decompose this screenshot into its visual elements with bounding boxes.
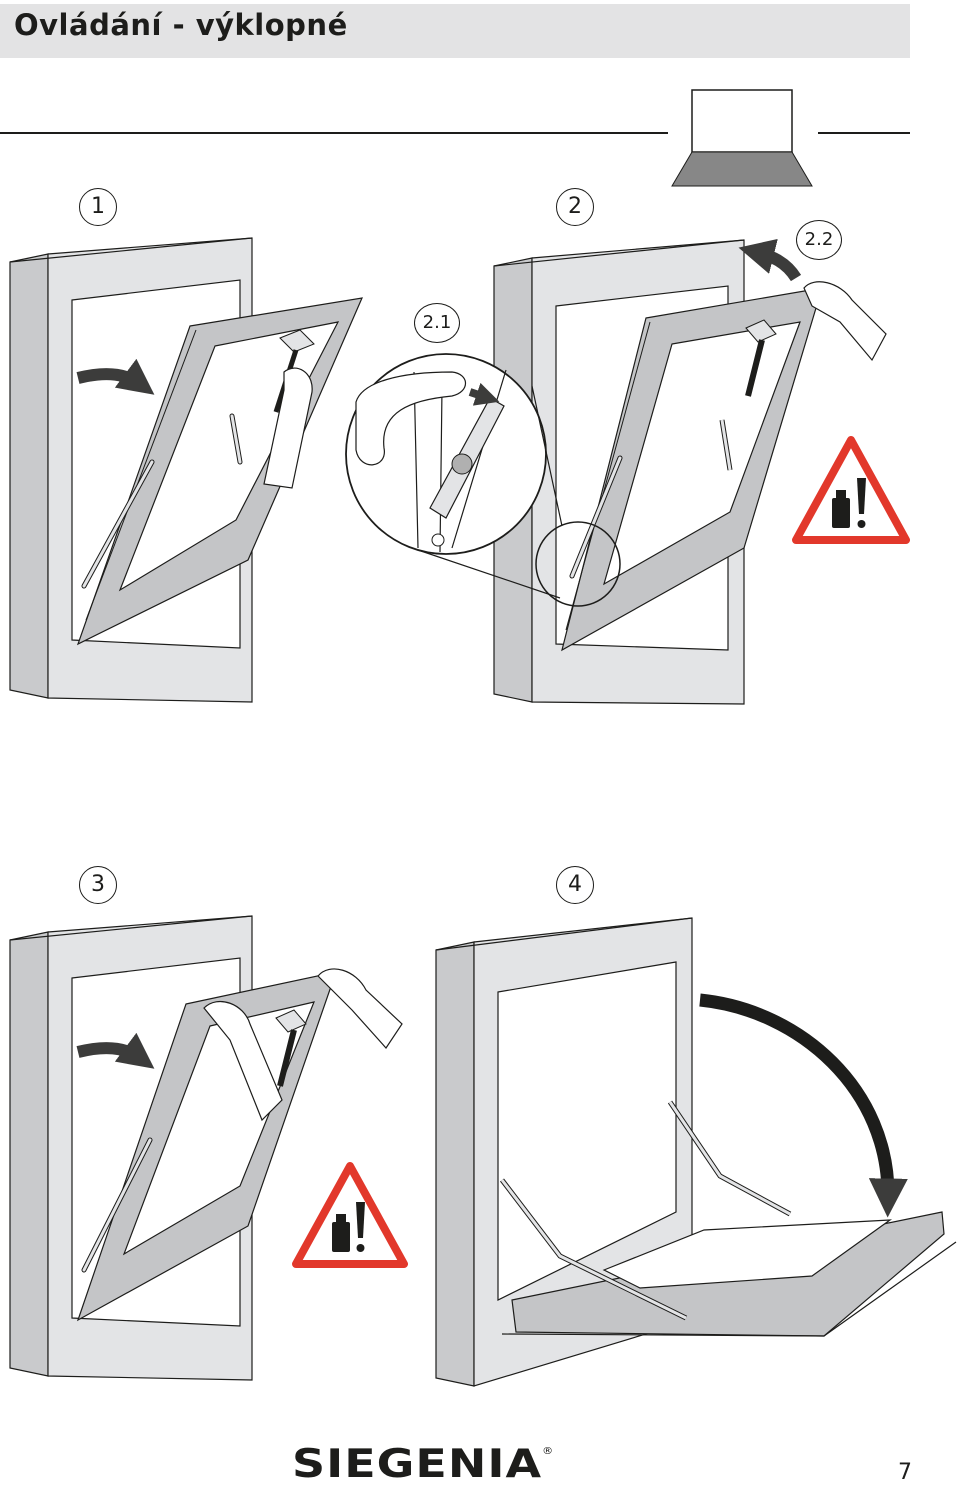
trademark-sign: ® [542,1445,555,1457]
top-rule-left [0,132,668,134]
page-title: Ovládání - výklopné [14,8,348,42]
step-3-label: 3 [79,866,117,904]
header-bar [0,4,910,58]
brand-logo: SIEGENIA® [292,1440,622,1486]
weight-warning-triangle-icon [292,1162,408,1268]
step-4-illustration [435,917,957,1387]
weight-warning-triangle-icon [792,436,910,544]
top-rule-right [818,132,910,134]
step-2-illustration [345,238,910,705]
brand-name: SIEGENIA [292,1440,543,1487]
window-type-pictogram [671,89,813,187]
step-1-illustration [9,237,363,703]
step-1-label: 1 [79,188,117,226]
step-3-illustration [9,915,408,1381]
substep-2-2-label: 2.2 [796,220,842,260]
substep-2-1-label: 2.1 [414,303,460,343]
step-4-label: 4 [556,866,594,904]
step-2-label: 2 [556,188,594,226]
page-number: 7 [898,1460,912,1485]
